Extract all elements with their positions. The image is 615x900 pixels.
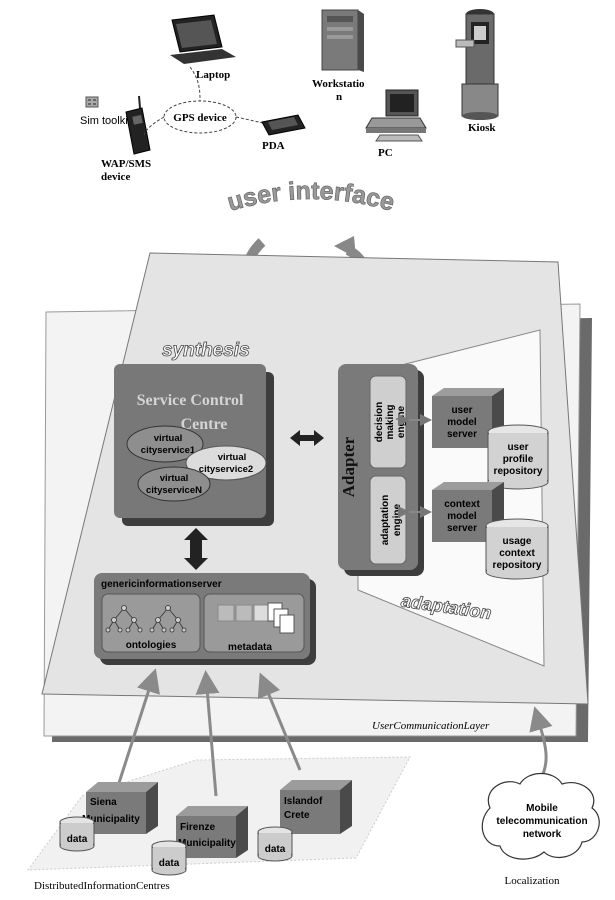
- sim-toolkit-label: Sim toolkit: [80, 115, 131, 127]
- siena-data-cylinder: data: [59, 816, 95, 852]
- workstation-label-line2: n: [336, 91, 342, 103]
- user-profile-repository: user profile repository: [487, 424, 549, 490]
- user-interface-text: user interface: [224, 177, 398, 218]
- pc-icon: [365, 89, 427, 142]
- decision-label-line2: making: [385, 404, 396, 439]
- vcn-label-line1: virtual: [160, 473, 189, 484]
- firenze-label-line1: Firenze: [180, 822, 215, 833]
- crete-label-line1: Islandof: [284, 796, 323, 807]
- context-model-server: context model server: [432, 482, 504, 542]
- vc2-label-line2: cityservice2: [199, 464, 253, 475]
- mobile-network-cloud: [481, 772, 600, 860]
- ontologies-label: ontologies: [126, 640, 177, 651]
- kiosk-icon: [455, 9, 499, 120]
- user-model-line3: server: [447, 429, 477, 440]
- wap-sms-label-line1: WAP/SMS: [101, 158, 151, 170]
- vc2-label-line1: virtual: [218, 452, 247, 463]
- crete-label-line2: Crete: [284, 810, 310, 821]
- pda-label: PDA: [262, 140, 285, 152]
- user-model-server: user model server: [432, 388, 504, 448]
- localization-label: Localization: [505, 875, 560, 887]
- decision-label-line3: engine: [396, 405, 407, 438]
- mobile-label-line3: network: [523, 829, 562, 840]
- user-profile-line3: repository: [494, 466, 543, 477]
- adapter: Adapter decision making engine adaptatio…: [338, 364, 424, 576]
- ontology-tree-icon: [105, 605, 187, 633]
- vc1-label-line2: cityservice1: [141, 445, 196, 456]
- adapter-title: Adapter: [339, 436, 358, 497]
- adaptation-engine-line2: engine: [392, 503, 403, 536]
- kiosk-label: Kiosk: [468, 122, 496, 134]
- firenze-label-line2: Municipality: [178, 838, 236, 849]
- adapter-server-links: [398, 414, 432, 518]
- wap-sms-label-line2: device: [101, 171, 130, 183]
- workstation-label-line1: Workstatio: [312, 78, 365, 90]
- usage-context-line1: usage: [503, 536, 532, 547]
- laptop-label: Laptop: [196, 69, 230, 81]
- virtual-cityservice1: [126, 425, 204, 463]
- metadata-docs-icon: [217, 602, 295, 634]
- synthesis-label: synthesis: [162, 340, 250, 361]
- user-communication-layer-label: UserCommunicationLayer: [372, 720, 490, 732]
- user-interface-title: user interface: [224, 177, 397, 217]
- vc1-label-line1: virtual: [154, 433, 183, 444]
- siena-data-label: data: [67, 834, 88, 845]
- context-model-line2: model: [447, 511, 477, 522]
- siena-label-line2: Municipality: [82, 814, 140, 825]
- service-control-centre: Service Control Centre virtual cityservi…: [114, 364, 274, 526]
- vcn-label-line2: cityserviceN: [146, 485, 202, 496]
- virtual-cityservice2: [185, 445, 267, 481]
- mobile-label-line1: Mobile: [526, 803, 558, 814]
- scc-adapter-arrow-icon: [290, 430, 324, 446]
- adaptation-engine: [369, 475, 407, 565]
- gps-device-label: GPS device: [173, 112, 227, 124]
- user-profile-line1: user: [507, 442, 528, 453]
- mobile-label-line2: telecommunication: [496, 816, 587, 827]
- adaptation-engine-line1: adaptation: [380, 495, 391, 546]
- pda-icon: [261, 114, 306, 136]
- gis-title: genericinformationserver: [101, 579, 222, 590]
- siena-label-line1: Siena: [90, 797, 117, 808]
- crete-municipality: Islandof Crete: [280, 780, 352, 834]
- metadata-label: metadata: [228, 642, 272, 653]
- pc-label: PC: [378, 147, 393, 159]
- sim-card-icon: [85, 96, 99, 108]
- firenze-data-label: data: [159, 858, 180, 869]
- scc-gis-arrow-icon: [184, 528, 208, 570]
- laptop-icon: [170, 14, 236, 64]
- user-profile-line2: profile: [503, 454, 534, 465]
- usage-context-line2: context: [499, 548, 535, 559]
- scc-title-line1: Service Control: [137, 392, 244, 409]
- user-model-line1: user: [451, 405, 472, 416]
- distributed-information-centres-label: DistributedInformationCentres: [34, 880, 170, 892]
- generic-information-server: genericinformationserver ontologies meta…: [94, 573, 316, 665]
- context-model-line3: server: [447, 523, 477, 534]
- crete-data-cylinder: data: [257, 826, 293, 862]
- siena-municipality: Siena Municipality: [82, 782, 158, 834]
- scc-title-line2: Centre: [181, 416, 228, 433]
- decision-label-line1: decision: [374, 402, 385, 443]
- workstation-icon: [321, 9, 364, 72]
- firenze-municipality: Firenze Municipality: [176, 806, 248, 858]
- context-model-line1: context: [444, 499, 480, 510]
- mobile-phone-icon: [125, 95, 151, 155]
- firenze-data-cylinder: data: [151, 840, 187, 876]
- crete-data-label: data: [265, 844, 286, 855]
- usage-context-repository: usage context repository: [485, 518, 549, 580]
- user-model-line2: model: [447, 417, 477, 428]
- usage-context-line3: repository: [493, 560, 542, 571]
- virtual-cityserviceN: [137, 466, 211, 502]
